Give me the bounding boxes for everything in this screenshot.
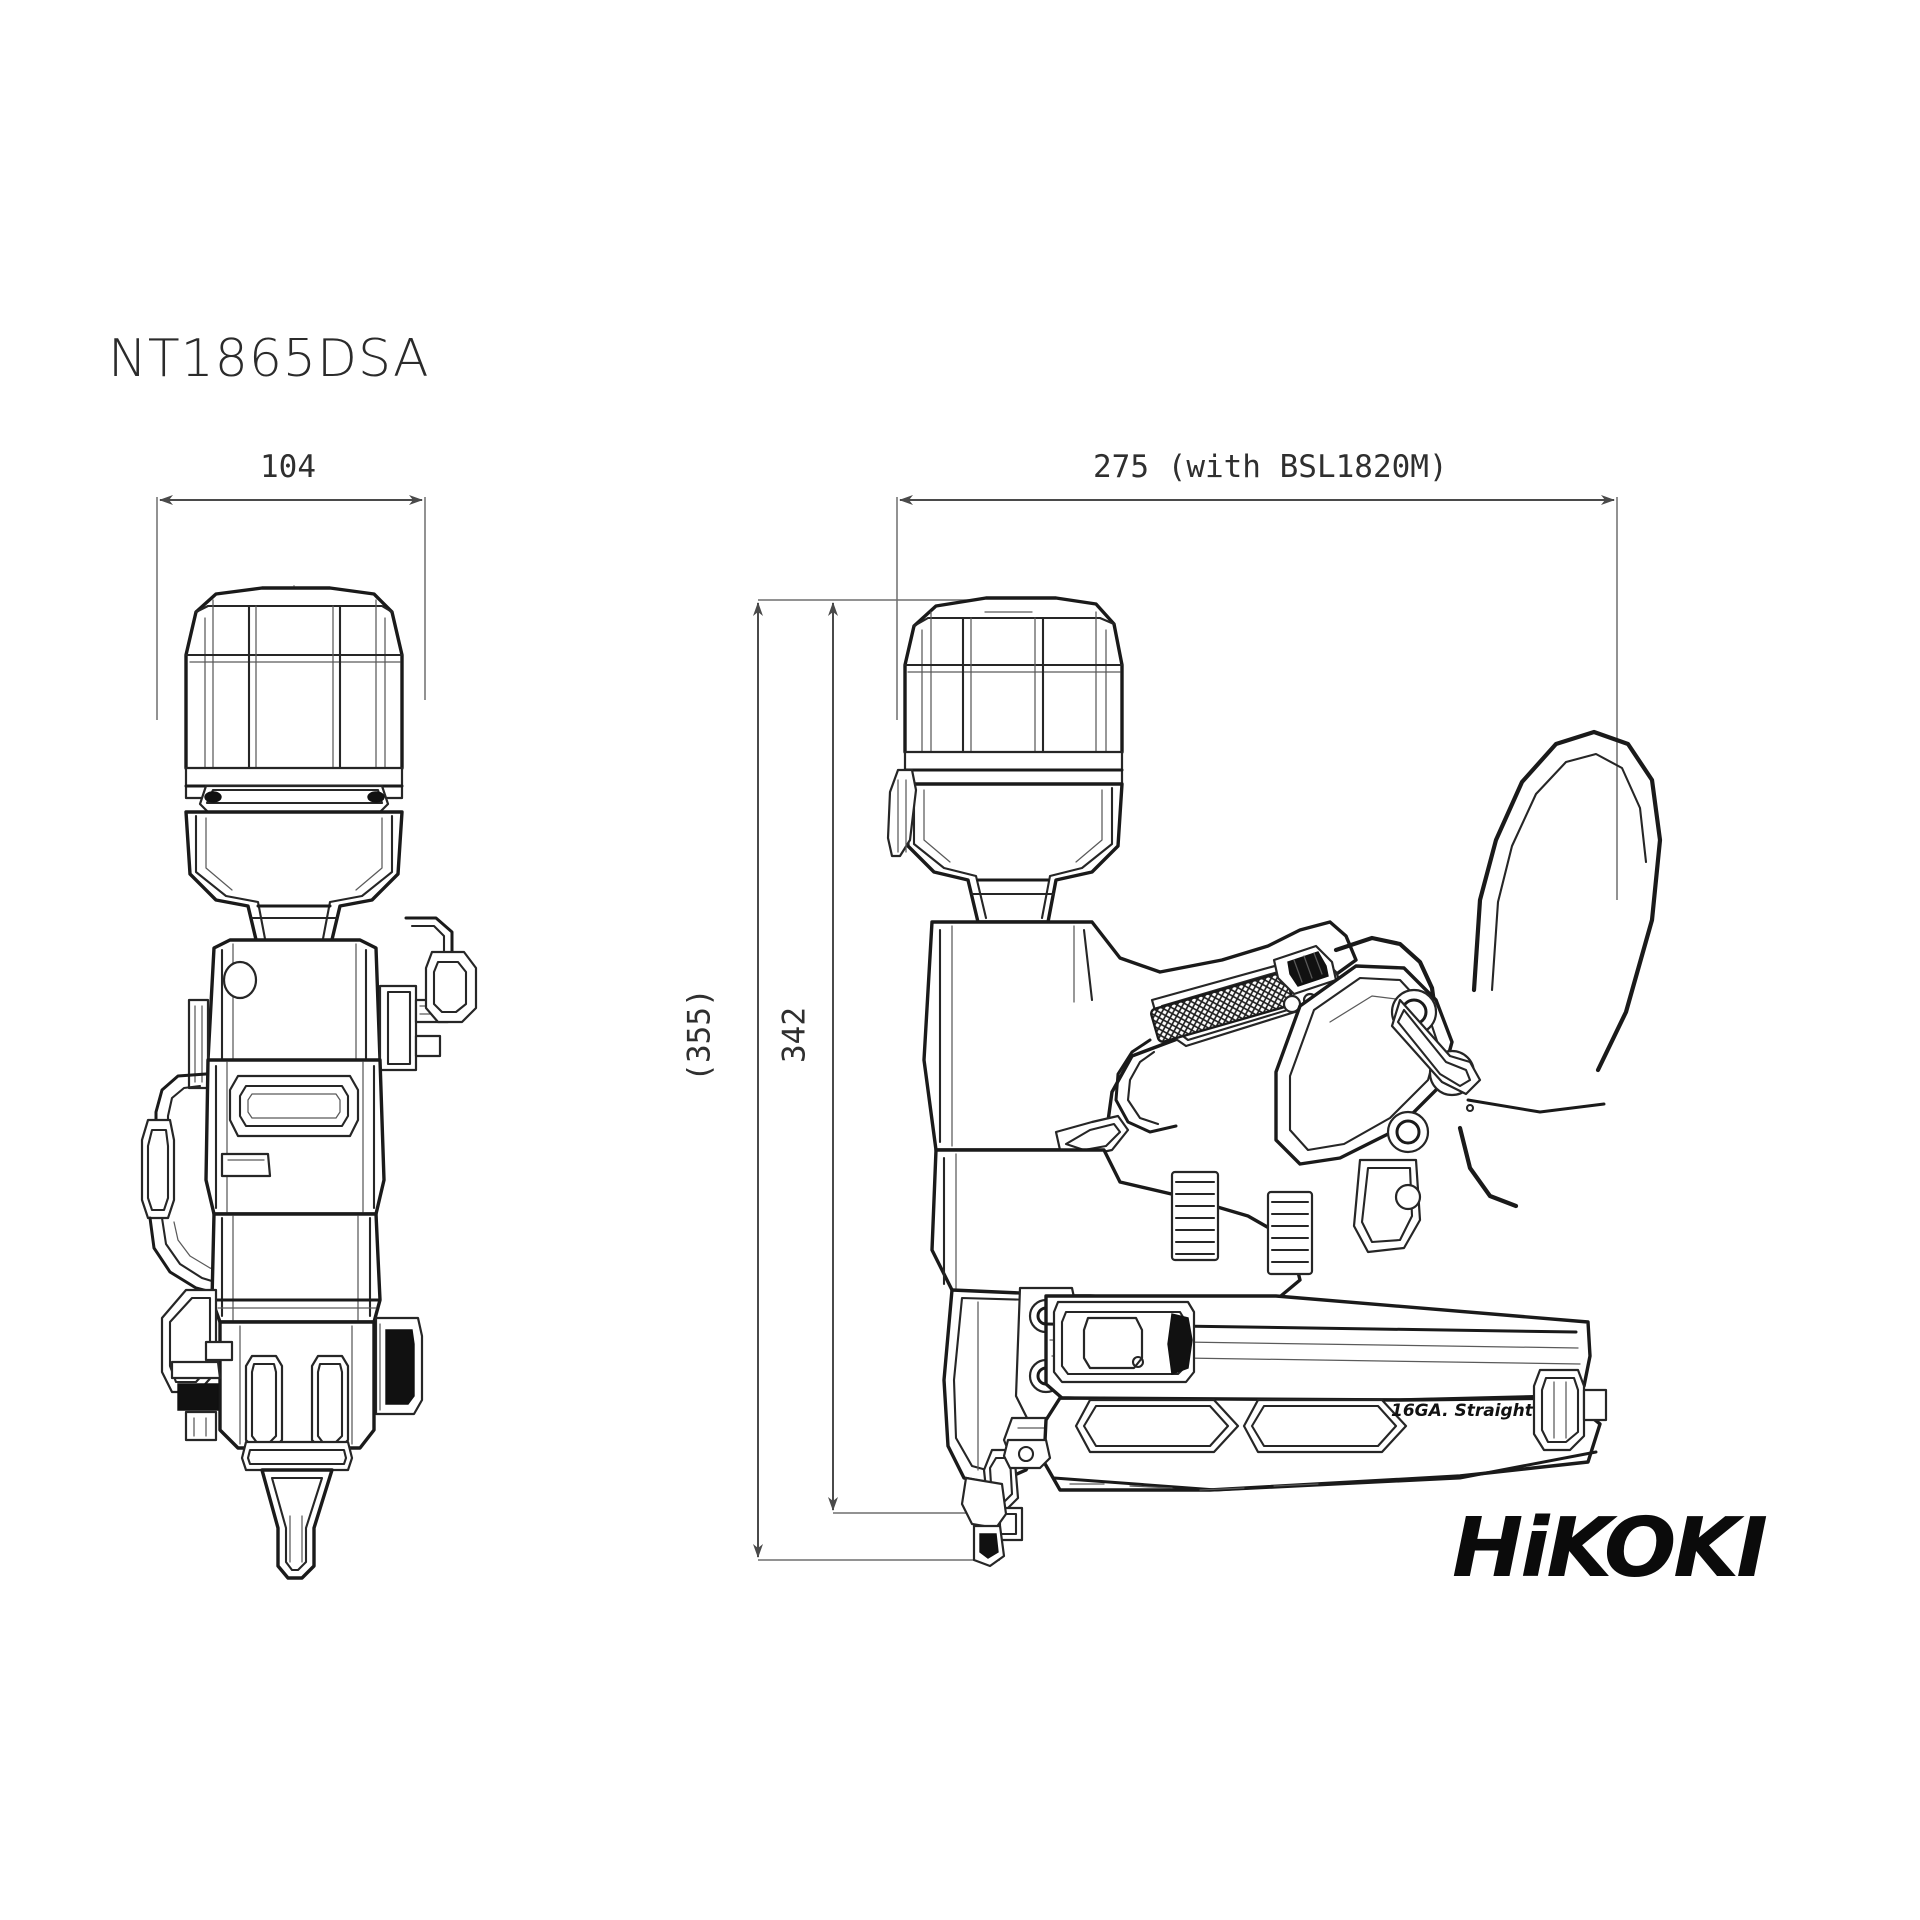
vent-ribs <box>1170 1170 1314 1276</box>
page-title: NT1865DSA <box>108 329 430 389</box>
dimension-lines-side <box>753 495 1618 1561</box>
magazine-marking-label: 16GA. Straight <box>1391 1401 1533 1421</box>
side-view-drawing <box>886 596 1663 1568</box>
dimension-label-height-overall: (355) <box>681 988 718 1082</box>
hikoki-logo: HiKOKI <box>1452 1501 1768 1596</box>
dimension-label-length: 275 (with BSL1820M) <box>1093 449 1448 485</box>
dimension-lines-front <box>156 495 426 720</box>
dimension-label-height-body: 342 <box>776 1007 813 1063</box>
dimension-label-width: 104 <box>260 449 316 485</box>
front-view-drawing <box>140 585 478 1580</box>
